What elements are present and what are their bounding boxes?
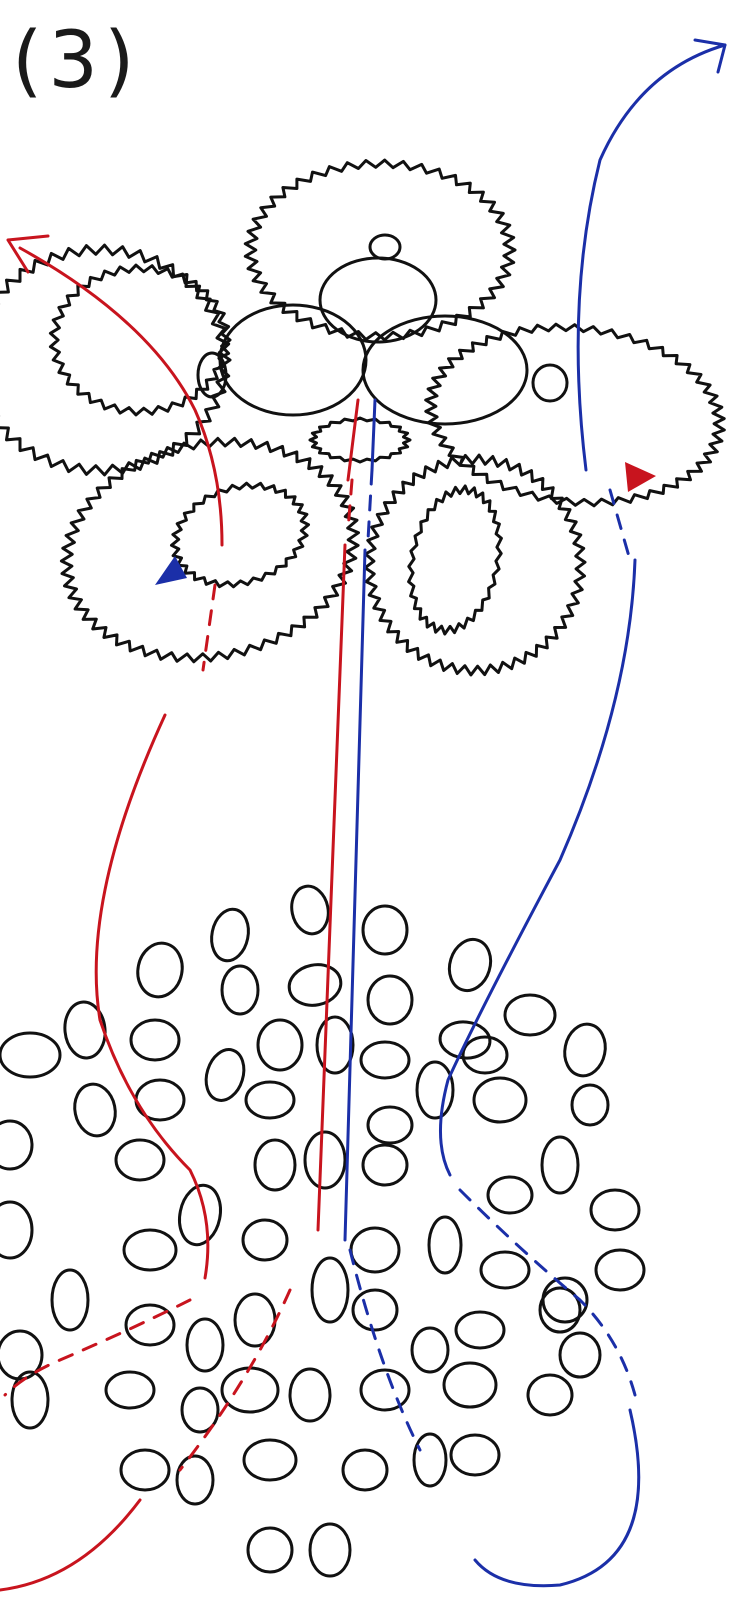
oval-cell: [351, 1228, 399, 1272]
oval-cell: [560, 1021, 610, 1080]
oval-cell: [258, 1020, 302, 1070]
oval-cell: [343, 1450, 387, 1490]
oval-cell: [474, 1078, 526, 1122]
oval-cell: [353, 1290, 397, 1330]
fuzzy-lobe: [409, 486, 502, 634]
fuzzy-lobe: [172, 483, 309, 587]
oval-cell: [429, 1217, 461, 1273]
red-path-center-long: [318, 545, 345, 1230]
oval-cell: [528, 1375, 572, 1415]
oval-cell: [62, 1000, 107, 1060]
oval-cell: [481, 1252, 529, 1288]
oval-cell: [417, 1062, 453, 1118]
oval-cell: [591, 1190, 639, 1230]
red-paths: [0, 236, 358, 1590]
fuzzy-lobe: [0, 245, 230, 475]
oval-cell: [542, 1137, 578, 1193]
red-path-center-dash: [348, 480, 352, 530]
oval-cell: [414, 1434, 446, 1486]
central-cell-top: [320, 258, 436, 342]
oval-cell: [368, 1107, 412, 1143]
oval-cell: [12, 1372, 48, 1428]
oval-cell: [124, 1230, 176, 1270]
oval-cell: [368, 976, 412, 1024]
oval-cell: [0, 1121, 32, 1169]
oval-cell: [412, 1328, 448, 1372]
oval-cell: [133, 939, 187, 1001]
oval-cell: [505, 995, 555, 1035]
oval-cell: [596, 1250, 644, 1290]
red-path-bottom-dash: [5, 1300, 190, 1395]
blue-paths: [345, 40, 725, 1586]
oval-cell: [288, 883, 333, 937]
fuzzy-lobe: [245, 160, 515, 340]
oval-cell: [363, 1145, 407, 1185]
oval-cell: [286, 960, 345, 1010]
oval-cell: [106, 1372, 154, 1408]
red-path-bottom-curve: [0, 1500, 140, 1590]
oval-cell: [244, 1440, 296, 1480]
oval-cell: [361, 1042, 409, 1078]
oval-cell: [187, 1319, 223, 1371]
oval-cell: [444, 1363, 496, 1407]
oval-cell: [361, 1370, 409, 1410]
oval-cell: [246, 1082, 294, 1118]
blue-triangle-arrow: [155, 556, 187, 585]
oval-cell: [317, 1017, 353, 1073]
oval-cell: [131, 1020, 179, 1060]
small-cell-right: [533, 365, 567, 401]
oval-cell: [443, 934, 497, 995]
oval-cell: [0, 1202, 32, 1258]
blue-path-top-right: [578, 45, 725, 470]
central-cell-left: [220, 305, 366, 415]
oval-cell: [488, 1177, 532, 1213]
blue-path-center-bottom-dash: [350, 1250, 420, 1450]
oval-cell: [560, 1333, 600, 1377]
central-cell-top-small: [370, 235, 400, 259]
oval-cell: [463, 1037, 507, 1073]
oval-cell: [207, 906, 253, 964]
oval-cell: [248, 1528, 292, 1572]
oval-cell: [200, 1045, 250, 1105]
red-triangle-arrow: [625, 462, 656, 492]
blue-path-center-long: [345, 550, 365, 1240]
oval-cell: [52, 1270, 88, 1330]
fuzzy-lobe: [310, 418, 410, 462]
fuzzy-lobe: [426, 324, 725, 506]
oval-cell: [438, 1020, 491, 1061]
oval-cell: [363, 906, 407, 954]
central-cell-right: [363, 316, 527, 424]
blue-path-bottom-curve: [475, 1410, 639, 1586]
oval-cell: [290, 1369, 330, 1421]
oval-cell: [255, 1140, 295, 1190]
oval-cell: [243, 1220, 287, 1260]
oval-cell: [70, 1081, 120, 1140]
oval-cell: [572, 1085, 608, 1125]
oval-cell: [235, 1294, 275, 1346]
oval-cell: [177, 1456, 213, 1504]
oval-cell: [456, 1312, 504, 1348]
oval-cell: [310, 1524, 350, 1576]
oval-cell: [116, 1140, 164, 1180]
oval-cell: [121, 1450, 169, 1490]
blue-path-center-dash: [368, 470, 372, 540]
oval-cell: [222, 966, 258, 1014]
oval-cell: [222, 1368, 278, 1412]
red-path-center: [348, 400, 358, 480]
oval-cell: [305, 1132, 345, 1188]
oval-cell: [312, 1258, 348, 1322]
oval-cell: [451, 1435, 499, 1475]
oval-cell: [0, 1033, 60, 1077]
